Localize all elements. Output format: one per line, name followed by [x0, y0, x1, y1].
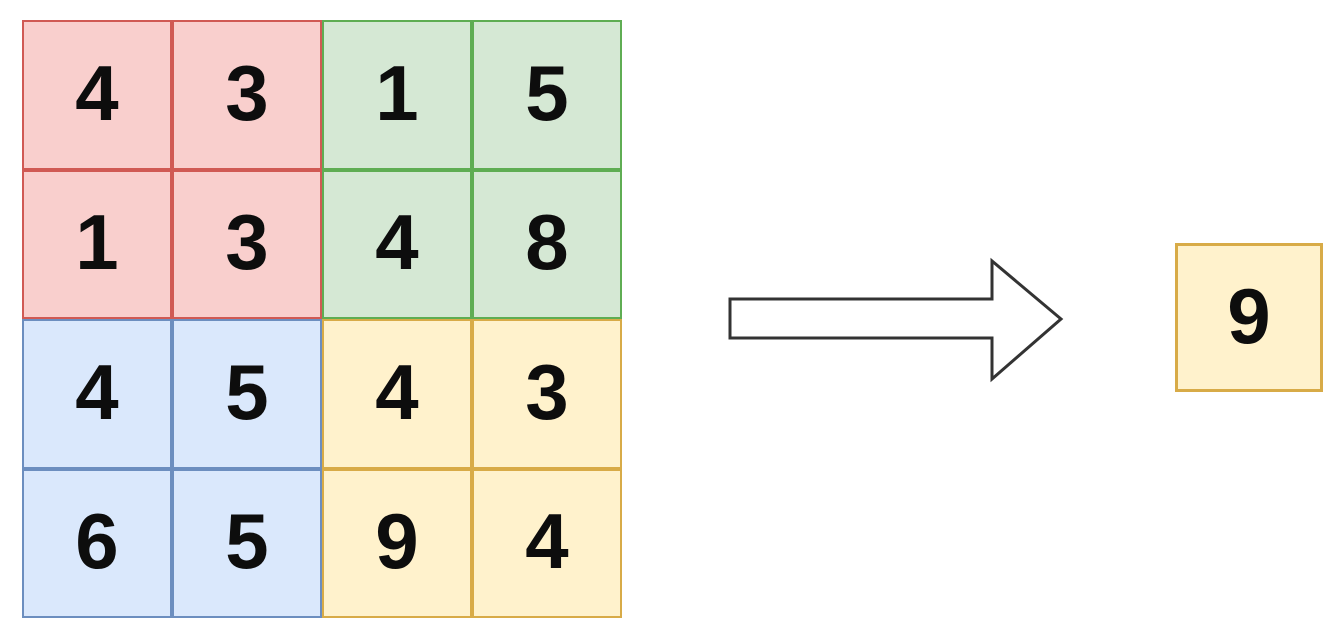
grid-cell: 3: [172, 169, 322, 319]
grid-cell: 3: [472, 319, 622, 469]
right-arrow-shape: [728, 257, 1064, 383]
cell-value: 4: [375, 347, 419, 436]
grid-cell: 5: [472, 20, 622, 170]
grid-cell: 4: [322, 169, 472, 319]
grid-cell: 4: [22, 319, 172, 469]
cell-value: 8: [525, 198, 569, 287]
cell-value: 1: [75, 198, 119, 287]
grid-cell: 9: [322, 468, 472, 618]
cell-value: 4: [75, 48, 119, 137]
cell-value: 5: [225, 347, 269, 436]
output-cell-value: 9: [1227, 271, 1271, 360]
grid-cell: 1: [322, 20, 472, 170]
grid-cell: 8: [472, 169, 622, 319]
cell-value: 4: [75, 347, 119, 436]
cell-value: 3: [225, 48, 269, 137]
cell-value: 6: [75, 497, 119, 586]
grid-cell: 5: [172, 319, 322, 469]
grid-cell: 4: [322, 319, 472, 469]
cell-value: 4: [525, 497, 569, 586]
cell-value: 3: [225, 198, 269, 287]
grid-cell: 6: [22, 468, 172, 618]
input-grid: 4 3 1 5 1 3 4 8 4 5 4 3 6 5 9 4: [22, 20, 622, 618]
grid-cell: 1: [22, 169, 172, 319]
grid-cell: 4: [22, 20, 172, 170]
cell-value: 9: [375, 497, 419, 586]
cell-value: 5: [525, 48, 569, 137]
grid-cell: 5: [172, 468, 322, 618]
grid-cell: 4: [472, 468, 622, 618]
cell-value: 4: [375, 198, 419, 287]
cell-value: 3: [525, 347, 569, 436]
output-cell: 9: [1175, 243, 1323, 392]
cell-value: 5: [225, 497, 269, 586]
cell-value: 1: [375, 48, 419, 137]
right-arrow-icon: [728, 257, 1064, 383]
grid-cell: 3: [172, 20, 322, 170]
